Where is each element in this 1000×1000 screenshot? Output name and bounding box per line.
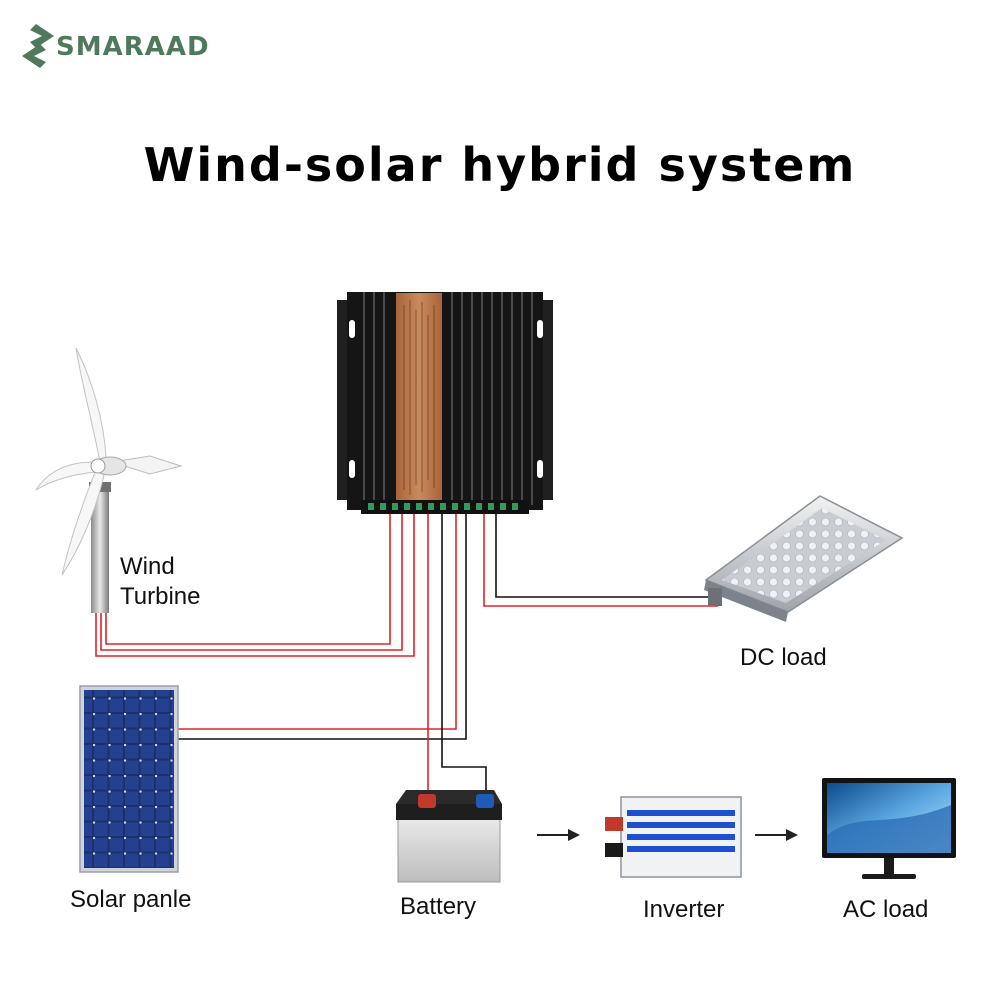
wind-turbine-label-line2: Turbine (120, 583, 201, 610)
dc-load-label: DC load (740, 644, 827, 671)
dc-load-lamp (704, 495, 904, 622)
wind-turbine-label: Wind Turbine (120, 552, 200, 612)
arrow-right-icon (537, 829, 580, 841)
solar-panel (79, 685, 179, 873)
brand-name: SMARAAD (56, 32, 210, 62)
arrow-right-icon (755, 829, 798, 841)
ac-load-label: AC load (843, 896, 929, 923)
wind-turbine (35, 347, 183, 613)
battery-label: Battery (400, 893, 477, 920)
inverter-label: Inverter (643, 896, 725, 923)
solar-panel-label: Solar panle (70, 886, 192, 913)
logo-icon (22, 24, 54, 68)
ac-load-monitor (822, 778, 956, 879)
inverter (605, 796, 742, 878)
wiring (95, 512, 718, 803)
wind-turbine-label-line1: Wind (120, 553, 175, 580)
controller (337, 292, 553, 514)
battery (396, 790, 502, 883)
page-title: Wind-solar hybrid system (143, 138, 857, 192)
